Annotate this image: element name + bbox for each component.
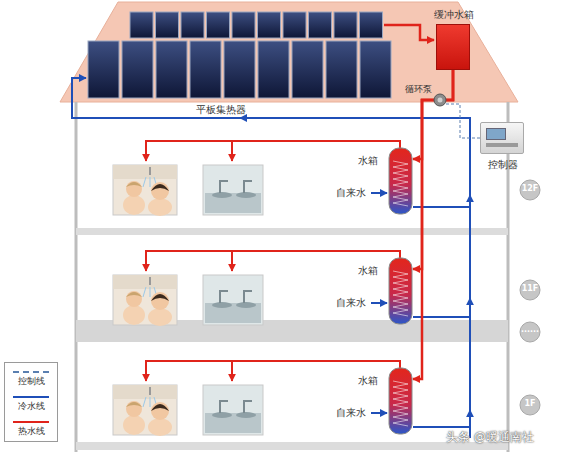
floor-badge: 1F (519, 394, 541, 416)
heat-coil (393, 271, 408, 316)
node-text: 缓冲水箱 (421, 9, 487, 21)
solar-panel (258, 41, 289, 98)
flow-arrow (240, 117, 260, 119)
floor-badge: ...... (519, 321, 541, 343)
circulation-pump (434, 94, 446, 106)
solar-panel (283, 12, 306, 38)
badge-circle (520, 280, 540, 300)
tank-body (389, 258, 412, 324)
node-text: 12F (519, 184, 541, 194)
floor-11 (113, 251, 470, 326)
floor-badge: 12F (519, 179, 541, 201)
inlet-label: 自来水 (336, 297, 366, 309)
inlet-label: 自来水 (336, 187, 366, 199)
solar-panel (130, 12, 153, 38)
controller-buttons (486, 143, 518, 147)
water-tank: 水箱 (388, 367, 413, 435)
legend-entry: 冷水线 (5, 393, 57, 417)
hot-water-supply-pipe (413, 70, 453, 159)
solar-panel (292, 41, 323, 98)
control-wire (446, 104, 480, 138)
solar-panel (232, 12, 255, 38)
solar-panel (334, 12, 357, 38)
badge-circle (520, 322, 540, 342)
building-wall (75, 102, 78, 452)
floor-1 (113, 361, 470, 436)
badge-circle (520, 180, 540, 200)
cold-return-pipe (72, 78, 470, 438)
node-text: 水箱 (352, 375, 384, 387)
legend-box: 控制线冷水线热水线 (4, 362, 58, 442)
solar-panel (258, 12, 281, 38)
collector-label: 平板集热器 (196, 104, 246, 116)
solar-panel (190, 41, 221, 98)
legend-text: 控制线 (5, 376, 57, 387)
legend-line-sample (13, 421, 49, 423)
node-text: 1F (519, 399, 541, 409)
flow-arrow (469, 195, 471, 215)
node-text: 控制器 (477, 159, 529, 171)
legend-text: 热水线 (5, 426, 57, 437)
legend-entry: 控制线 (5, 368, 57, 392)
tank-shape (388, 147, 413, 215)
hot-water-pipe (384, 25, 434, 40)
heat-coil (393, 381, 408, 426)
hot-water-supply-pipe (413, 70, 453, 379)
buffer-tank: 缓冲水箱 (436, 24, 470, 70)
floor-slab (76, 442, 508, 450)
solar-panel (360, 12, 383, 38)
solar-panel (207, 12, 230, 38)
node-text: 水箱 (352, 155, 384, 167)
tank-shape (388, 257, 413, 325)
hot-water-supply-pipe (413, 70, 453, 269)
floor-badge: 11F (519, 279, 541, 301)
tank-body (389, 148, 412, 214)
solar-panel (360, 41, 391, 98)
solar-panel (181, 12, 204, 38)
node-text: ...... (519, 325, 541, 335)
heat-coil (393, 161, 408, 206)
roof (60, 2, 518, 102)
legend-entry: 热水线 (5, 418, 57, 442)
building-wall (507, 102, 510, 452)
solar-panel (224, 41, 255, 98)
pump-label: 循环泵 (405, 84, 432, 95)
tank-body (389, 368, 412, 434)
inlet-label: 自来水 (336, 407, 366, 419)
pump-hub (438, 98, 443, 103)
legend-line-sample (13, 396, 49, 398)
legend-line-sample (13, 371, 49, 373)
solar-panel (309, 12, 332, 38)
controller-box: 控制器 (480, 122, 524, 154)
legend-text: 冷水线 (5, 401, 57, 412)
controller-screen (486, 128, 506, 140)
solar-panel (156, 12, 179, 38)
floor-12 (113, 141, 470, 216)
flow-arrow (469, 298, 471, 318)
water-tank: 水箱 (388, 257, 413, 325)
solar-panel (156, 41, 187, 98)
solar-panels (88, 12, 391, 98)
floor-slab (76, 228, 508, 235)
solar-panel (88, 41, 119, 98)
solar-panel (326, 41, 357, 98)
tank-shape (388, 367, 413, 435)
badge-circle (520, 395, 540, 415)
node-text: 水箱 (352, 265, 384, 277)
watermark: 头条 @暖通南社 (446, 430, 534, 444)
solar-panel (122, 41, 153, 98)
node-text: 11F (519, 284, 541, 294)
water-tank: 水箱 (388, 147, 413, 215)
